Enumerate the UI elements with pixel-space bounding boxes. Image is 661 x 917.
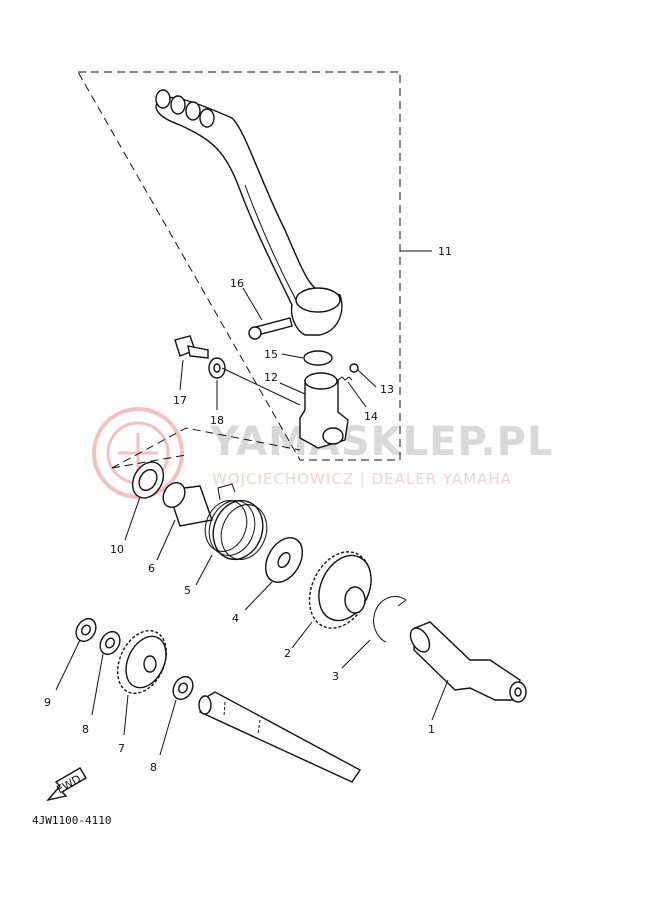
label-6: 6 [148,562,155,575]
bolt-17 [174,335,209,391]
kick-gear-2 [291,551,372,649]
collar-6 [156,481,213,561]
label-1: 1 [428,723,435,736]
watermark-subtitle: WOJCIECHOWICZ | DEALER YAMAHA [212,470,512,488]
kick-boss-12 [279,372,349,449]
fwd-arrow-icon: FWD [46,767,87,802]
washer-9 [55,617,97,691]
label-2: 2 [284,647,291,660]
bolt-16 [242,287,293,340]
label-8a: 8 [82,723,89,736]
o-ring-15 [303,350,333,366]
label-7: 7 [118,742,125,755]
label-12: 12 [264,371,278,384]
label-11: 11 [438,245,452,258]
label-16: 16 [230,277,244,290]
assembly-outline [77,71,401,461]
kick-axle-1 [409,621,527,721]
circlip-3 [341,596,407,669]
kick-crank-arm [155,89,343,336]
washer-8a [91,630,121,716]
label-9: 9 [44,696,51,709]
label-4: 4 [232,612,239,625]
label-18: 18 [210,414,224,427]
washer-18 [208,357,301,410]
drawing-code: 4JW1100-4110 [32,814,111,827]
torsion-spring-5 [195,483,268,586]
washer-8b [159,675,194,756]
label-8b: 8 [150,761,157,774]
label-13: 13 [380,383,394,396]
lower-outline [111,427,301,469]
washer-4 [244,537,304,611]
label-15: 15 [264,348,278,361]
label-3: 3 [332,670,339,683]
label-10: 10 [110,543,124,556]
label-17: 17 [173,394,187,407]
part-labels: 1 2 3 4 5 6 7 8 8 9 10 11 12 13 14 15 16… [44,245,452,774]
label-5: 5 [184,584,191,597]
watermark: YAMASKLEP.PL WOJCIECHOWICZ | DEALER YAMA… [92,407,553,499]
shaft [198,691,362,783]
ball-13 [349,363,359,373]
idle-gear-7 [116,629,168,736]
spring-14 [337,376,353,381]
watermark-brand: YAMASKLEP.PL [209,419,553,465]
label-14: 14 [364,410,378,423]
oil-seal-10 [124,461,165,541]
